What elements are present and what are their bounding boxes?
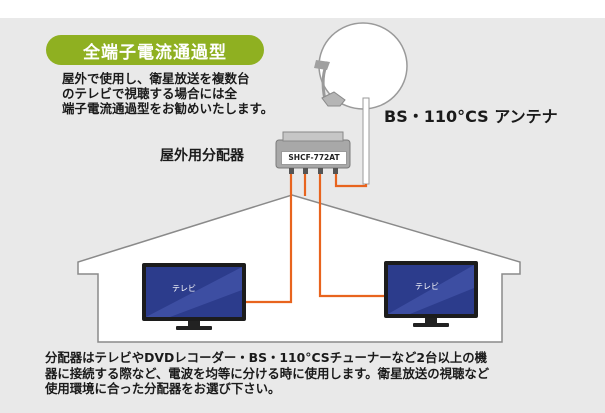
footer-line: 使用環境に合った分配器をお選び下さい。 <box>45 381 281 396</box>
tv-right-neck <box>425 318 437 323</box>
tv-left-stand <box>176 326 212 330</box>
splitter-port-4 <box>333 168 338 174</box>
splitter-port-3 <box>318 168 323 174</box>
splitter-label: 屋外用分配器 <box>160 148 244 164</box>
heading-pill: 全端子電流通過型 <box>46 35 264 65</box>
tv-right-label: テレビ <box>415 282 439 291</box>
cable-antenna-to-splitter <box>334 174 368 188</box>
tv-left-sheen <box>146 267 242 317</box>
intro-text: 屋外で使用し、衛星放送を複数台 のテレビで視聴する場合には全 端子電流通過型をお… <box>62 71 298 116</box>
dish-bracket <box>321 91 346 107</box>
footer-line: 器に接続する際など、電波を均等に分ける時に使用します。衛星放送の視聴など <box>45 365 490 381</box>
intro-line: のテレビで視聴する場合には全 <box>62 86 238 101</box>
intro-line: 屋外で使用し、衛星放送を複数台 <box>62 71 250 86</box>
tv-right-sheen <box>388 265 474 314</box>
splitter-port-1 <box>289 168 294 174</box>
dish-feed <box>314 60 330 70</box>
intro-line: 端子電流通過型をお勧めいたします。 <box>62 101 274 116</box>
top-right-accent <box>425 0 605 18</box>
footer-text: 分配器はテレビやDVDレコーダー・BS・110°CSチューナーなど2台以上の機 … <box>45 350 585 397</box>
antenna-label: BS・110°CS アンテナ <box>384 107 558 126</box>
tv-left <box>142 263 246 330</box>
splitter-port-2 <box>303 168 308 174</box>
tv-left-neck <box>188 321 200 326</box>
dish-mast <box>362 97 370 185</box>
satellite-dish <box>314 22 408 185</box>
tv-left-label: テレビ <box>172 284 196 293</box>
footer-line: 分配器はテレビやDVDレコーダー・BS・110°CSチューナーなど2台以上の機 <box>45 350 488 365</box>
tv-right-stand <box>413 323 449 327</box>
tv-right <box>384 261 478 327</box>
splitter-top <box>282 131 344 142</box>
splitter-model-label: SHCF-772AT <box>281 151 347 165</box>
